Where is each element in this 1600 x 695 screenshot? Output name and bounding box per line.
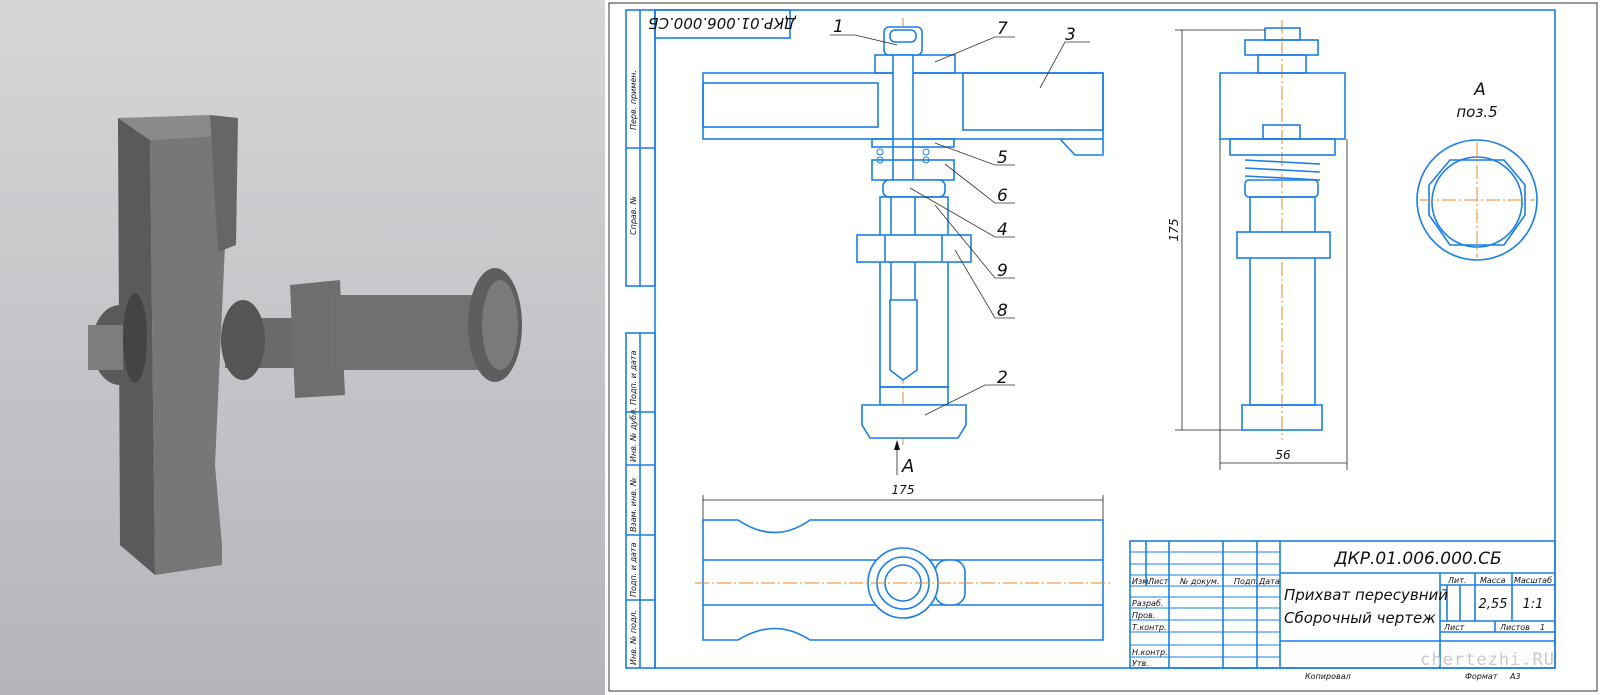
view-arrow-label: А [901, 456, 914, 477]
svg-text:Изм.: Изм. [1132, 577, 1151, 586]
stamp-label: Перв. примен. [629, 70, 638, 130]
svg-text:№ докум.: № докум. [1179, 577, 1219, 586]
stamp-label: Подп. и дата [629, 542, 638, 597]
position-4: 4 [997, 220, 1008, 240]
svg-text:Лист: Лист [1443, 623, 1465, 632]
svg-text:Пров.: Пров. [1132, 611, 1155, 620]
drawing-sheet[interactable]: Перв. примен. Справ. № Подп. и дата Инв.… [607, 0, 1600, 695]
svg-text:Лист: Лист [1147, 577, 1169, 586]
svg-text:Копировал: Копировал [1305, 672, 1351, 681]
view-a-label: А [1473, 80, 1486, 100]
svg-text:Н.контр.: Н.контр. [1132, 648, 1168, 657]
position-6: 6 [997, 186, 1008, 206]
position-9: 9 [997, 261, 1008, 281]
mass-value: 2,55 [1479, 597, 1508, 612]
view-a-note: поз.5 [1456, 103, 1497, 121]
svg-text:Масса: Масса [1480, 576, 1506, 585]
plan-view: 175 [695, 483, 1110, 641]
view-a: А поз.5 [1416, 80, 1538, 261]
svg-text:1: 1 [1540, 623, 1545, 632]
svg-text:Утв.: Утв. [1132, 659, 1149, 668]
position-1: 1 [833, 17, 844, 37]
svg-text:Подп.: Подп. [1234, 577, 1258, 586]
dimension-height: 175 [1167, 219, 1181, 242]
stamp-label: Инв. № подл. [629, 610, 638, 665]
position-8: 8 [997, 301, 1008, 321]
drawing-subtitle: Сборочный чертеж [1284, 609, 1436, 627]
code-stamp: ДКР.01.006.000.СБ [648, 9, 797, 39]
svg-text:ДКР.01.006.000.СБ: ДКР.01.006.000.СБ [648, 14, 797, 32]
document-code: ДКР.01.006.000.СБ [1333, 549, 1501, 569]
dimension-length: 175 [892, 483, 915, 497]
3d-model-viewport[interactable] [0, 0, 605, 695]
watermark: chertezhi.RU [1420, 650, 1555, 670]
3d-clamp-model [88, 115, 522, 575]
svg-text:Масштаб: Масштаб [1514, 576, 1552, 585]
svg-text:Дата: Дата [1258, 577, 1280, 586]
position-2: 2 [997, 368, 1008, 388]
position-3: 3 [1065, 25, 1076, 45]
dimension-width: 56 [1275, 448, 1291, 462]
position-callouts: 1 7 3 5 6 4 9 8 2 [830, 17, 1090, 416]
side-view: 175 56 [1167, 20, 1348, 470]
stamp-label: Взам. инв. № [629, 478, 638, 532]
svg-text:Лит.: Лит. [1447, 576, 1466, 585]
svg-text:Листов: Листов [1499, 623, 1530, 632]
position-5: 5 [997, 148, 1008, 168]
stamp-label: Инв. № дубл. [629, 407, 638, 462]
drawing-title: Прихват пересувний [1284, 586, 1448, 604]
title-block: Изм. Лист № докум. Подп. Дата Разраб. Пр… [1129, 540, 1556, 681]
front-section-view: А [702, 18, 1104, 477]
stamp-label: Подп. и дата [629, 350, 638, 405]
stamp-label: Справ. № [629, 196, 638, 235]
scale-value: 1:1 [1523, 597, 1544, 612]
side-stamps: Перв. примен. Справ. № Подп. и дата Инв.… [625, 9, 656, 669]
svg-text:Т.контр.: Т.контр. [1132, 623, 1167, 632]
svg-text:Формат: Формат [1465, 672, 1498, 681]
svg-text:А3: А3 [1509, 672, 1521, 681]
position-7: 7 [997, 19, 1008, 39]
svg-text:Разраб.: Разраб. [1132, 599, 1163, 608]
